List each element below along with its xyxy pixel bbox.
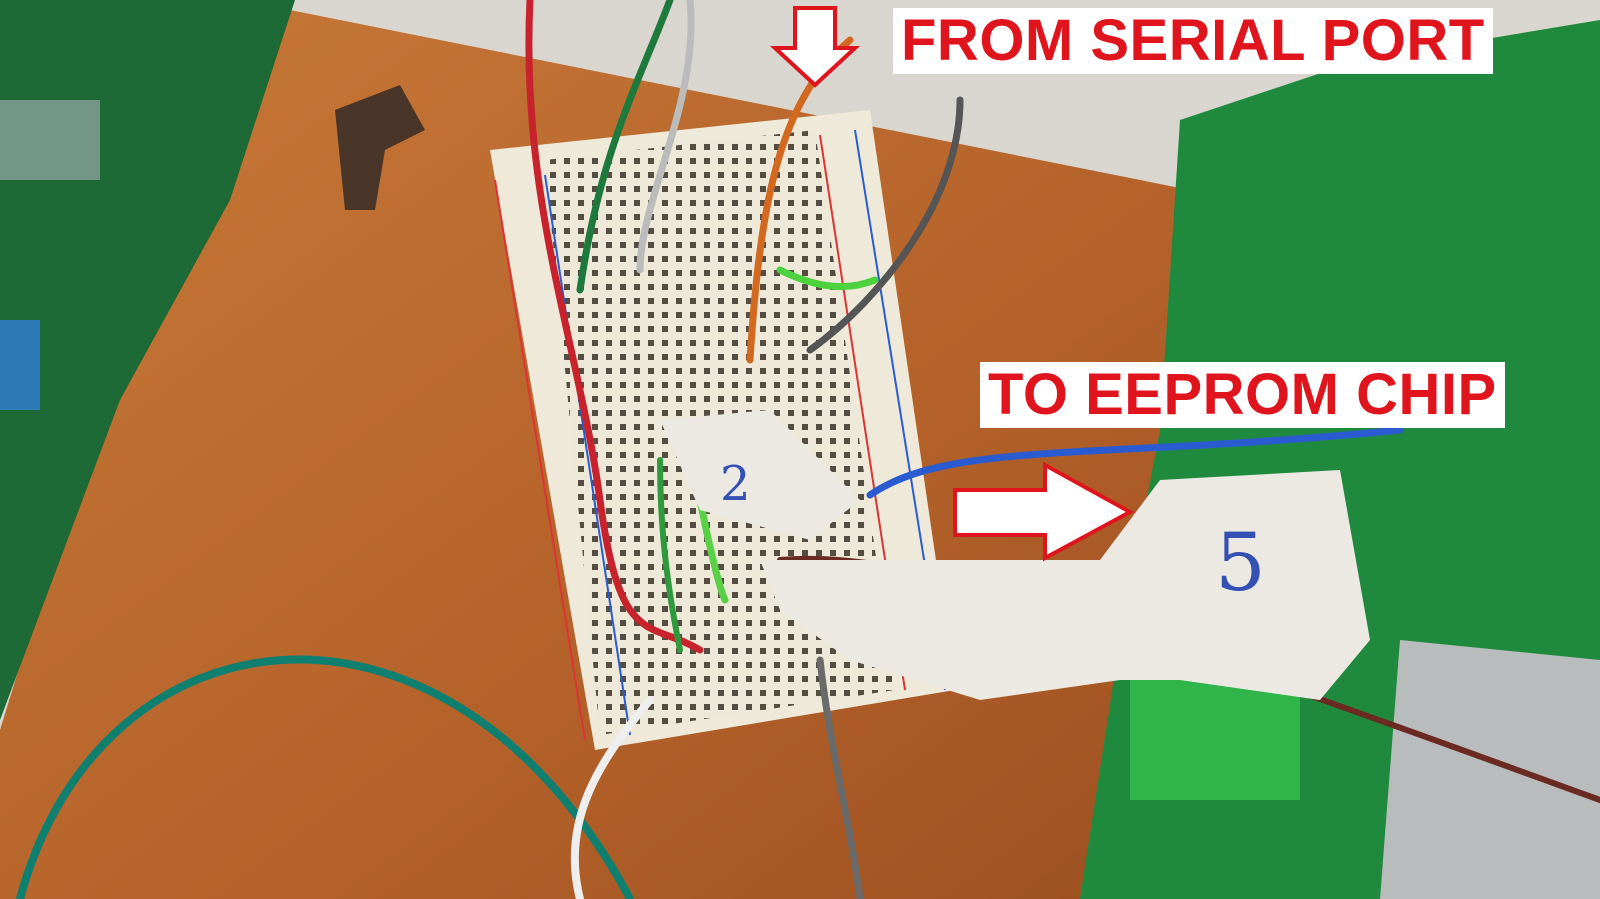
metal-heatsink xyxy=(1380,640,1600,899)
right-arrow-icon xyxy=(953,461,1135,562)
from-serial-port-label: FROM SERIAL PORT xyxy=(893,8,1493,74)
down-arrow-icon xyxy=(769,6,861,88)
masking-tape: 2 5 xyxy=(660,410,1370,700)
left-connector xyxy=(0,320,40,410)
left-capacitor xyxy=(0,100,100,180)
to-eeprom-chip-label: TO EEPROM CHIP xyxy=(980,362,1505,428)
tape-mark-2: 2 xyxy=(720,456,751,512)
tape-mark-5: 5 xyxy=(1215,516,1266,609)
plastic-stopper xyxy=(335,85,425,210)
